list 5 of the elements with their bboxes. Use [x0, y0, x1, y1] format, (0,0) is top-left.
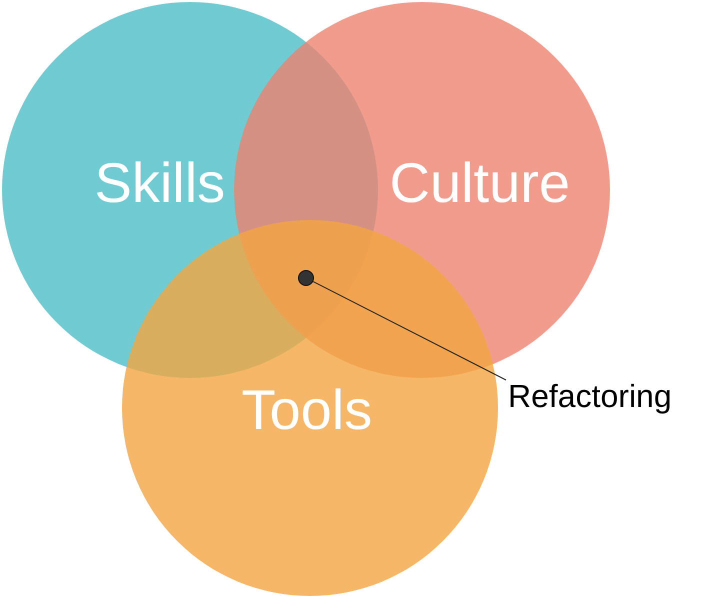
- callout-label: Refactoring: [508, 378, 672, 415]
- leader-line: [312, 281, 506, 380]
- circle-label: Skills: [94, 155, 226, 211]
- circle-label: Tools: [242, 382, 372, 438]
- circle-label: Culture: [390, 155, 570, 211]
